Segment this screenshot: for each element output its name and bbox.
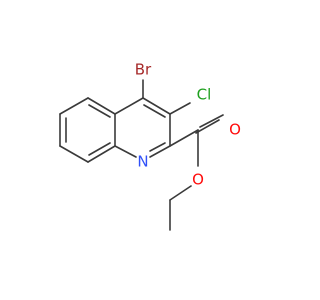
- bond-carbonyl-o-double-b: [199, 114, 224, 128]
- bond-o-ester-ch2: [169, 185, 192, 201]
- bond-c4a-c4: [114, 97, 144, 115]
- bond-c10-c8a-inner: [88, 142, 111, 156]
- bond-c4-c3: [142, 97, 171, 115]
- bond-c3-cl: [169, 102, 191, 115]
- atom-label-o-carbonyl: O: [229, 121, 241, 139]
- atom-label-o-ester: O: [192, 171, 204, 189]
- bond-c4a-c5-inner: [88, 104, 111, 118]
- bond-c4-c3-inner: [143, 104, 166, 118]
- atom-label-n: N: [137, 153, 148, 171]
- atom-label-br: Br: [135, 61, 152, 79]
- bond-c2-carbonyl: [169, 129, 199, 147]
- bond-carbonyl-o-double-a: [195, 119, 220, 134]
- bond-n-c8a: [114, 145, 137, 158]
- bond-c9-c10: [59, 145, 89, 163]
- bond-c2-n: [149, 145, 171, 158]
- bond-c4a-c5: [87, 97, 116, 115]
- molecule-structure: Br Cl N O O: [59, 61, 241, 231]
- atom-label-cl: Cl: [197, 86, 212, 104]
- bond-c2-n-inner: [149, 142, 166, 152]
- bond-c10-c8a: [87, 145, 116, 163]
- bond-c5-c6: [59, 97, 89, 115]
